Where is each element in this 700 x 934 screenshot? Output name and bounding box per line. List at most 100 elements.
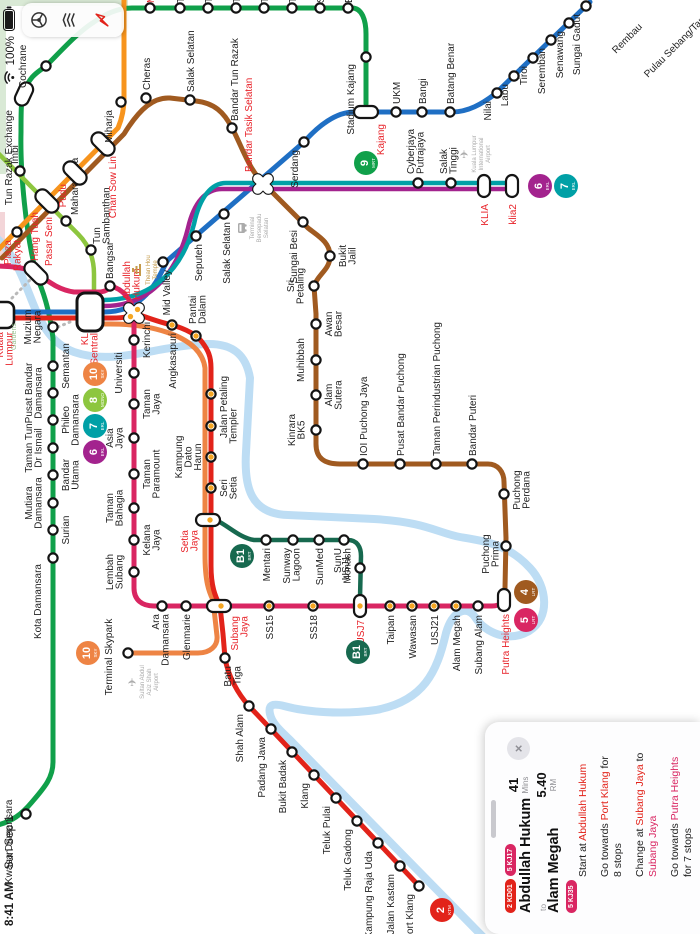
station-angkasapuri[interactable] (166, 319, 178, 331)
station-semantan[interactable] (47, 360, 59, 372)
station-sunu-monash[interactable] (338, 534, 350, 546)
station-awan-besar[interactable] (310, 318, 322, 330)
station-plaza-rakyat[interactable] (11, 226, 23, 238)
station-taman-paramount[interactable] (128, 468, 140, 480)
station-taman-tun-dr-ismail[interactable] (47, 442, 59, 454)
station-pasar-seni[interactable] (22, 259, 51, 288)
station-bandar-tasik-selatan[interactable] (246, 167, 280, 201)
station-wawasan[interactable] (406, 600, 418, 612)
station-ara-damansara[interactable] (156, 600, 168, 612)
station-hang-tuah[interactable] (33, 187, 62, 216)
station-alam-sutera[interactable] (310, 389, 322, 401)
station-chan-sow-lin[interactable] (89, 130, 118, 159)
station-puchong-prima[interactable] (500, 540, 512, 552)
station-taman-suntex[interactable] (286, 2, 298, 14)
station-bangsar[interactable] (104, 280, 116, 292)
station-subang-alam[interactable] (472, 600, 484, 612)
station-ss18[interactable] (307, 600, 319, 612)
station-petaling[interactable] (205, 388, 217, 400)
station-ukm[interactable] (390, 106, 402, 118)
station-taman-mutiara[interactable] (230, 2, 242, 14)
station-alam-megah[interactable] (450, 600, 462, 612)
station-taman-perindustrian-puchong[interactable] (430, 458, 442, 470)
station-kl-sentral[interactable] (75, 291, 105, 333)
station-pusat-bandar-damansara[interactable] (47, 387, 59, 399)
station-sungai-gadut[interactable] (580, 0, 592, 12)
station-cheras[interactable] (140, 92, 152, 104)
station-jalan-kastam[interactable] (394, 860, 406, 872)
station-sungai-besi[interactable] (297, 216, 309, 228)
station-bukit-jalil[interactable] (324, 250, 336, 262)
station-seremban[interactable] (545, 34, 557, 46)
station-lembah-subang[interactable] (128, 566, 140, 578)
station-taman-midah[interactable] (202, 2, 214, 14)
station-mentari[interactable] (260, 534, 272, 546)
station-pusat-bandar-puchong[interactable] (394, 458, 406, 470)
station-nilai[interactable] (491, 87, 503, 99)
station-serdang[interactable] (298, 136, 310, 148)
station-bandar-tun-razak[interactable] (226, 122, 238, 134)
station-pantai-dalam[interactable] (190, 330, 202, 342)
station-usj7[interactable] (352, 593, 368, 619)
station-kerinchi[interactable] (128, 334, 140, 346)
station-taman-bahagia[interactable] (128, 502, 140, 514)
station-sunway-lagoon[interactable] (287, 534, 299, 546)
station-jalan-templer[interactable] (205, 420, 217, 432)
station-mid-valley[interactable] (157, 256, 169, 268)
station-seri-setia[interactable] (205, 482, 217, 494)
station-klang[interactable] (308, 769, 320, 781)
station-miharja[interactable] (115, 96, 127, 108)
station-mutiara-damansara[interactable] (47, 497, 59, 509)
station-taipan[interactable] (384, 600, 396, 612)
station-sunmed[interactable] (313, 534, 325, 546)
wheel-button[interactable] (30, 8, 54, 32)
station-taman-jaya[interactable] (128, 398, 140, 410)
station-glenmarie[interactable] (180, 600, 192, 612)
station-batu-tiga[interactable] (219, 652, 231, 664)
station-kota-damansara[interactable] (47, 552, 59, 564)
station-kajang[interactable] (352, 104, 380, 120)
station-cyberjaya-putrajaya[interactable] (412, 177, 424, 189)
station-salak-selatan[interactable] (218, 208, 230, 220)
station-sri-petaling[interactable] (308, 280, 320, 292)
station-taman-pertama[interactable] (174, 2, 186, 14)
station-tun-razak-exchange[interactable] (13, 80, 36, 108)
station-putra-heights[interactable] (496, 587, 512, 613)
station-bandar-puteri[interactable] (466, 458, 478, 470)
drag-handle[interactable] (491, 800, 496, 838)
station-klia2[interactable] (504, 173, 520, 199)
station-bandar-utama[interactable] (47, 469, 59, 481)
station-seputeh[interactable] (190, 230, 202, 242)
station-klia[interactable] (476, 173, 492, 199)
station-stadium-kajang[interactable] (360, 51, 372, 63)
station-maluri[interactable] (144, 2, 156, 14)
station-teluk-gadong[interactable] (351, 815, 363, 827)
station-kelana-jaya[interactable] (128, 534, 140, 546)
station-bangi[interactable] (416, 106, 428, 118)
station-pudu[interactable] (61, 159, 90, 188)
lines-button[interactable] (61, 8, 85, 32)
station-tun-sambanthan[interactable] (85, 244, 97, 256)
station-padang-jawa[interactable] (265, 723, 277, 735)
station-phileo-damansara[interactable] (47, 414, 59, 426)
station-ioi-puchong-jaya[interactable] (357, 458, 369, 470)
station-batang-benar[interactable] (444, 106, 456, 118)
station-kampung-raja-uda[interactable] (372, 837, 384, 849)
station-kuala-lumpur[interactable] (0, 300, 16, 330)
station-taman-connaught[interactable] (258, 2, 270, 14)
station-maharajalela[interactable] (60, 215, 72, 227)
station-labu[interactable] (508, 70, 520, 82)
station-usj21[interactable] (428, 600, 440, 612)
station-puchong-perdana[interactable] (498, 488, 510, 500)
station-abdullah-hukum[interactable] (117, 296, 151, 330)
station-tiroi[interactable] (527, 52, 539, 64)
station-asia-jaya[interactable] (128, 432, 140, 444)
station-sri-raya[interactable] (314, 2, 326, 14)
station-kinrara-bk5[interactable] (310, 424, 322, 436)
station-shah-alam[interactable] (243, 700, 255, 712)
station-kampung-dato-harun[interactable] (205, 451, 217, 463)
station-bukit-dukung[interactable] (342, 2, 354, 14)
station-kwasa-damansara[interactable] (20, 808, 32, 820)
